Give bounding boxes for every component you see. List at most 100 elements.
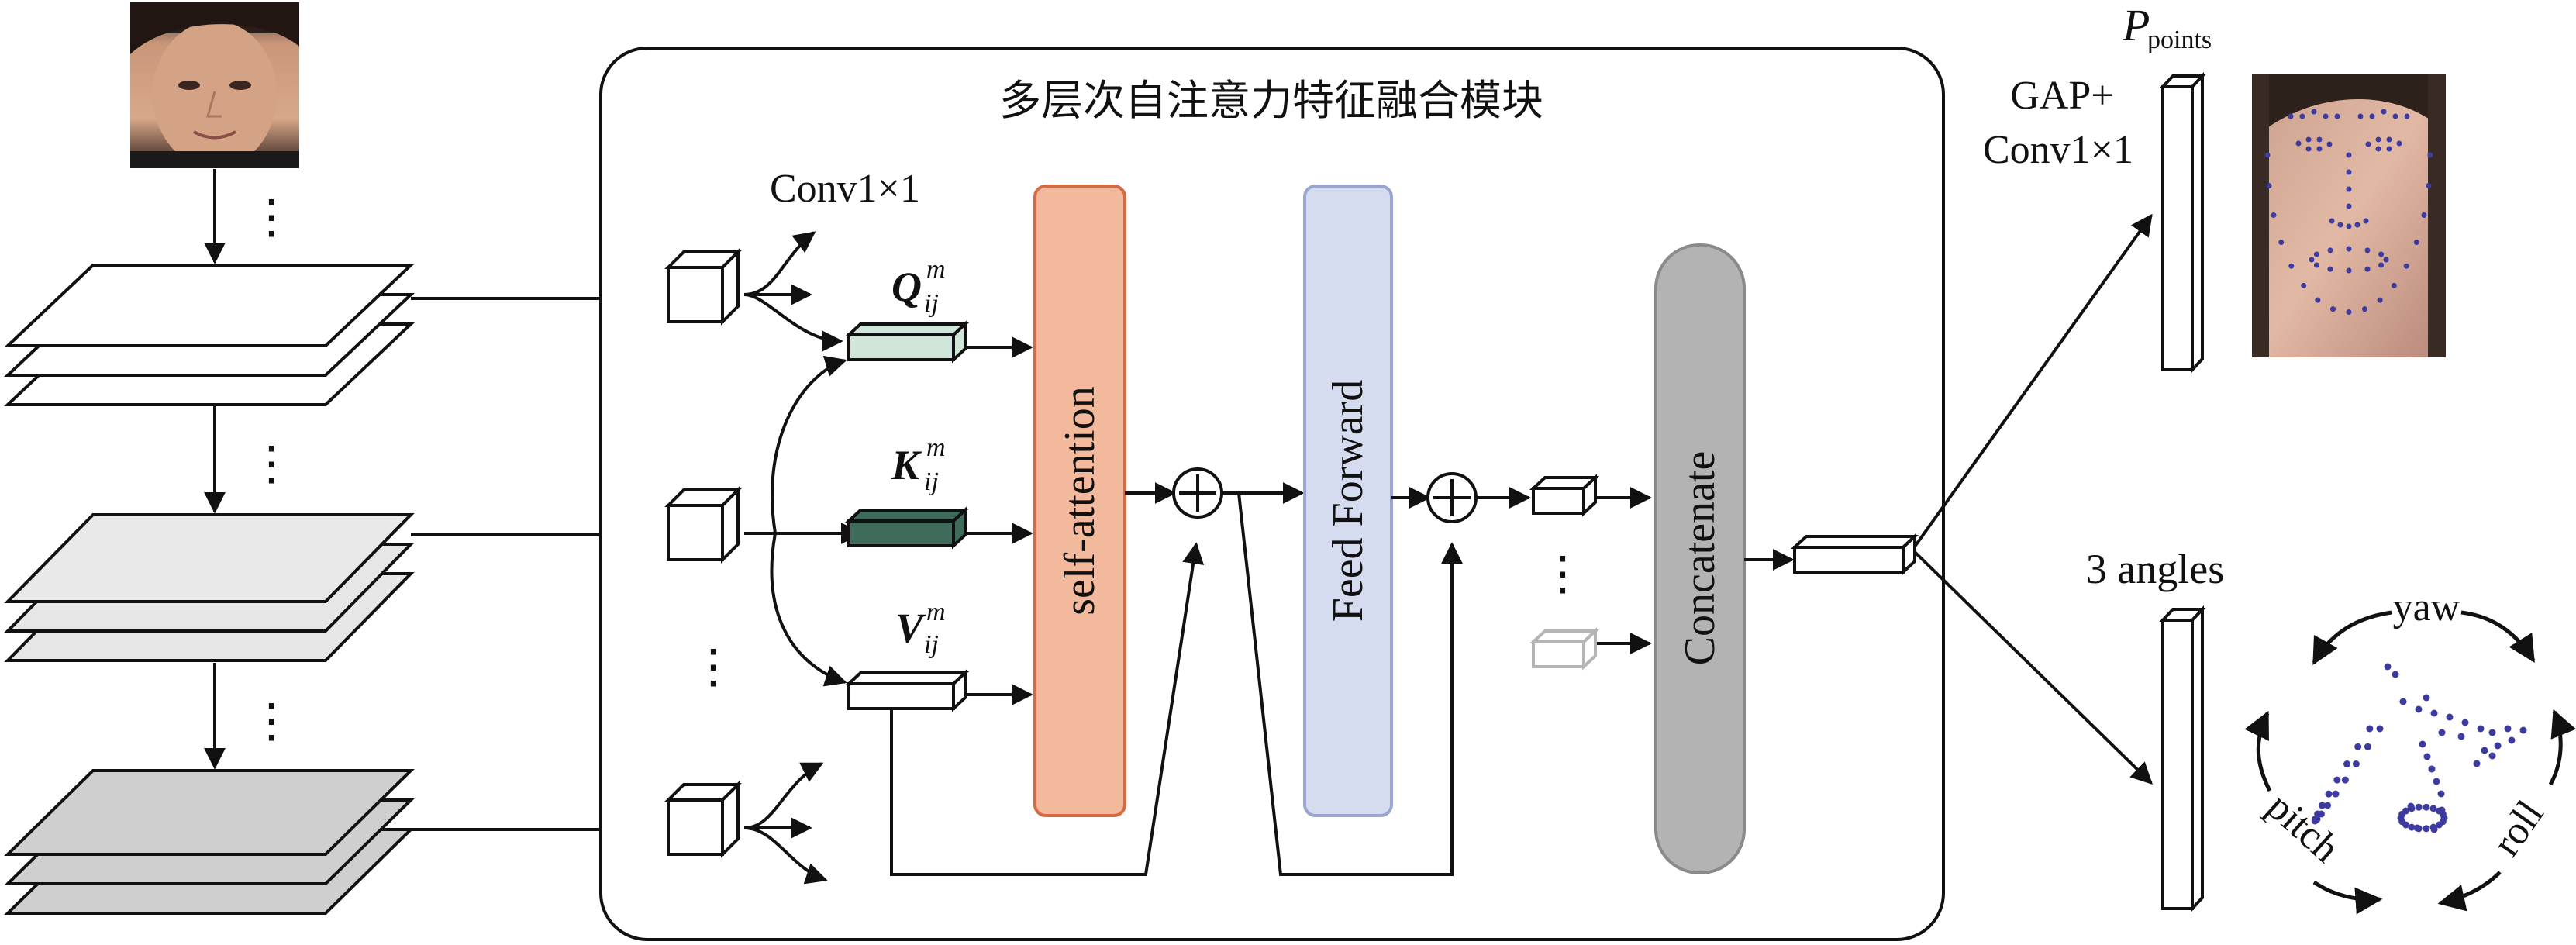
conv-cube-3 [664,781,742,858]
k-superscript: m [926,433,946,462]
k-label: K [891,442,922,488]
feature-stack-2 [4,513,415,662]
pose-landmark-dot [2446,713,2454,721]
face-landmark-dot [2369,113,2375,119]
pose-landmark-dot [2433,778,2440,785]
pose-landmark-dot [2341,776,2349,784]
face-landmark-dot [2326,141,2333,147]
pose-landmark-dot [2376,725,2384,733]
face-landmark-dot [2426,183,2432,189]
face-landmark-dot [2288,113,2294,119]
face-landmark-dot [2299,113,2305,119]
face-landmark-dot [2378,262,2385,268]
face-landmark-dot [2334,113,2340,119]
cube2-to-q-arc [771,355,847,534]
face-landmark-dot [2386,146,2392,152]
pose-landmark-dot [2332,790,2340,798]
pose-landmark-dot [2407,802,2415,810]
pose-landmark-dot [2314,810,2322,818]
concatenate-label: Concatenate [1676,451,1724,666]
pose-landmark-dot [2343,760,2351,768]
face-landmark-dot [2354,222,2360,228]
p-label: P [2122,0,2150,50]
feature-stack-1 [3,264,416,406]
pose-landmark-dot [2413,824,2421,832]
pose-landmark-dot [2402,807,2410,815]
face-landmark-dot [2346,223,2352,229]
pose-landmark-dot [2430,826,2438,833]
face-landmark-dot [2346,267,2352,274]
gap-label-line1: GAP+ [2010,74,2113,118]
pose-landmark-dot [2508,736,2516,744]
face-landmark-dot [2381,109,2387,115]
pose-landmark-dot [2461,719,2469,726]
add-node-2 [1426,472,1478,523]
gap-label-line2: Conv1×1 [1983,128,2133,172]
face-landmark-dot [2377,297,2383,303]
pose-landmark-points [2311,663,2527,833]
pose-landmark-dot [2494,742,2502,750]
pitch-label: pitch [2258,785,2347,871]
conv-label: Conv1×1 [770,167,920,211]
fused-feature-box [1790,533,1919,576]
self-attention-block [1033,185,1126,817]
face-landmark-dot [2327,266,2333,272]
pose-landmark-dot [2519,726,2527,734]
face-landmark-dot [2327,247,2333,253]
face-landmark-dot [2378,251,2385,257]
head-pose-illustration: yaw pitch roll [2244,585,2576,915]
pitch-arrow-down [2312,880,2383,915]
pose-landmark-dot [2488,729,2496,736]
face-landmark-dot [2363,218,2369,224]
face-landmark-dot [2295,140,2302,147]
pose-landmark-dot [2423,694,2430,702]
p-subscript: points [2147,26,2212,54]
feature-stack-3 [4,769,415,915]
face-landmark-dot [2323,113,2329,119]
face-landmark-dot [2311,109,2317,115]
pose-landmark-dot [2423,753,2431,760]
pose-landmark-dot [2437,790,2445,798]
feed-forward-block [1303,185,1393,817]
q-vector-box [844,320,970,364]
angles-label: 3 angles [2086,546,2224,592]
module-title: 多层次自注意力特征融合模块 [999,76,1543,125]
pose-landmark-dot [2399,698,2407,705]
v-subscript: ij [924,630,939,659]
face-landmark-dot [2421,212,2427,218]
q-superscript: m [926,255,946,284]
add-node-1 [1172,467,1223,519]
roll-arrow-up [2548,709,2576,786]
pose-landmark-dot [2333,776,2341,784]
ellipsis-1: ⋮ [248,191,295,243]
pose-landmark-dot [2473,760,2481,767]
pose-landmark-dot [2435,821,2443,829]
face-landmark-dot [2337,222,2343,228]
face-landmark-dot [2364,247,2371,253]
branch-output-box-faded [1529,627,1600,671]
self-attention-label: self-attention [1056,386,1104,615]
face-landmark-dot [2386,136,2392,143]
face-landmark-dot [2375,136,2381,143]
roll-label: roll [2484,793,2552,864]
face-landmark-dot [2316,136,2323,143]
yaw-arrow-right [2460,610,2536,663]
feature-to-points-head-arrow [1913,213,2153,548]
face-landmark-dot [2288,263,2295,269]
yaw-arrow-left [2312,610,2392,666]
roll-arrow-down [2437,871,2502,912]
v-vector-box [844,669,970,712]
pose-landmark-dot [2429,805,2437,812]
angles-head-bar [2159,605,2206,913]
pose-landmark-dot [2354,743,2362,750]
face-landmark-dot [2305,136,2312,143]
pose-landmark-dot [2352,760,2360,768]
face-landmark-dot [2364,266,2371,272]
face-landmark-dot [2391,282,2397,288]
pose-landmark-dot [2319,802,2326,809]
pose-landmark-dot [2325,790,2333,798]
face-landmark-dot [2346,169,2352,175]
pose-landmark-dot [2504,725,2512,733]
k-vector-box [844,506,970,550]
